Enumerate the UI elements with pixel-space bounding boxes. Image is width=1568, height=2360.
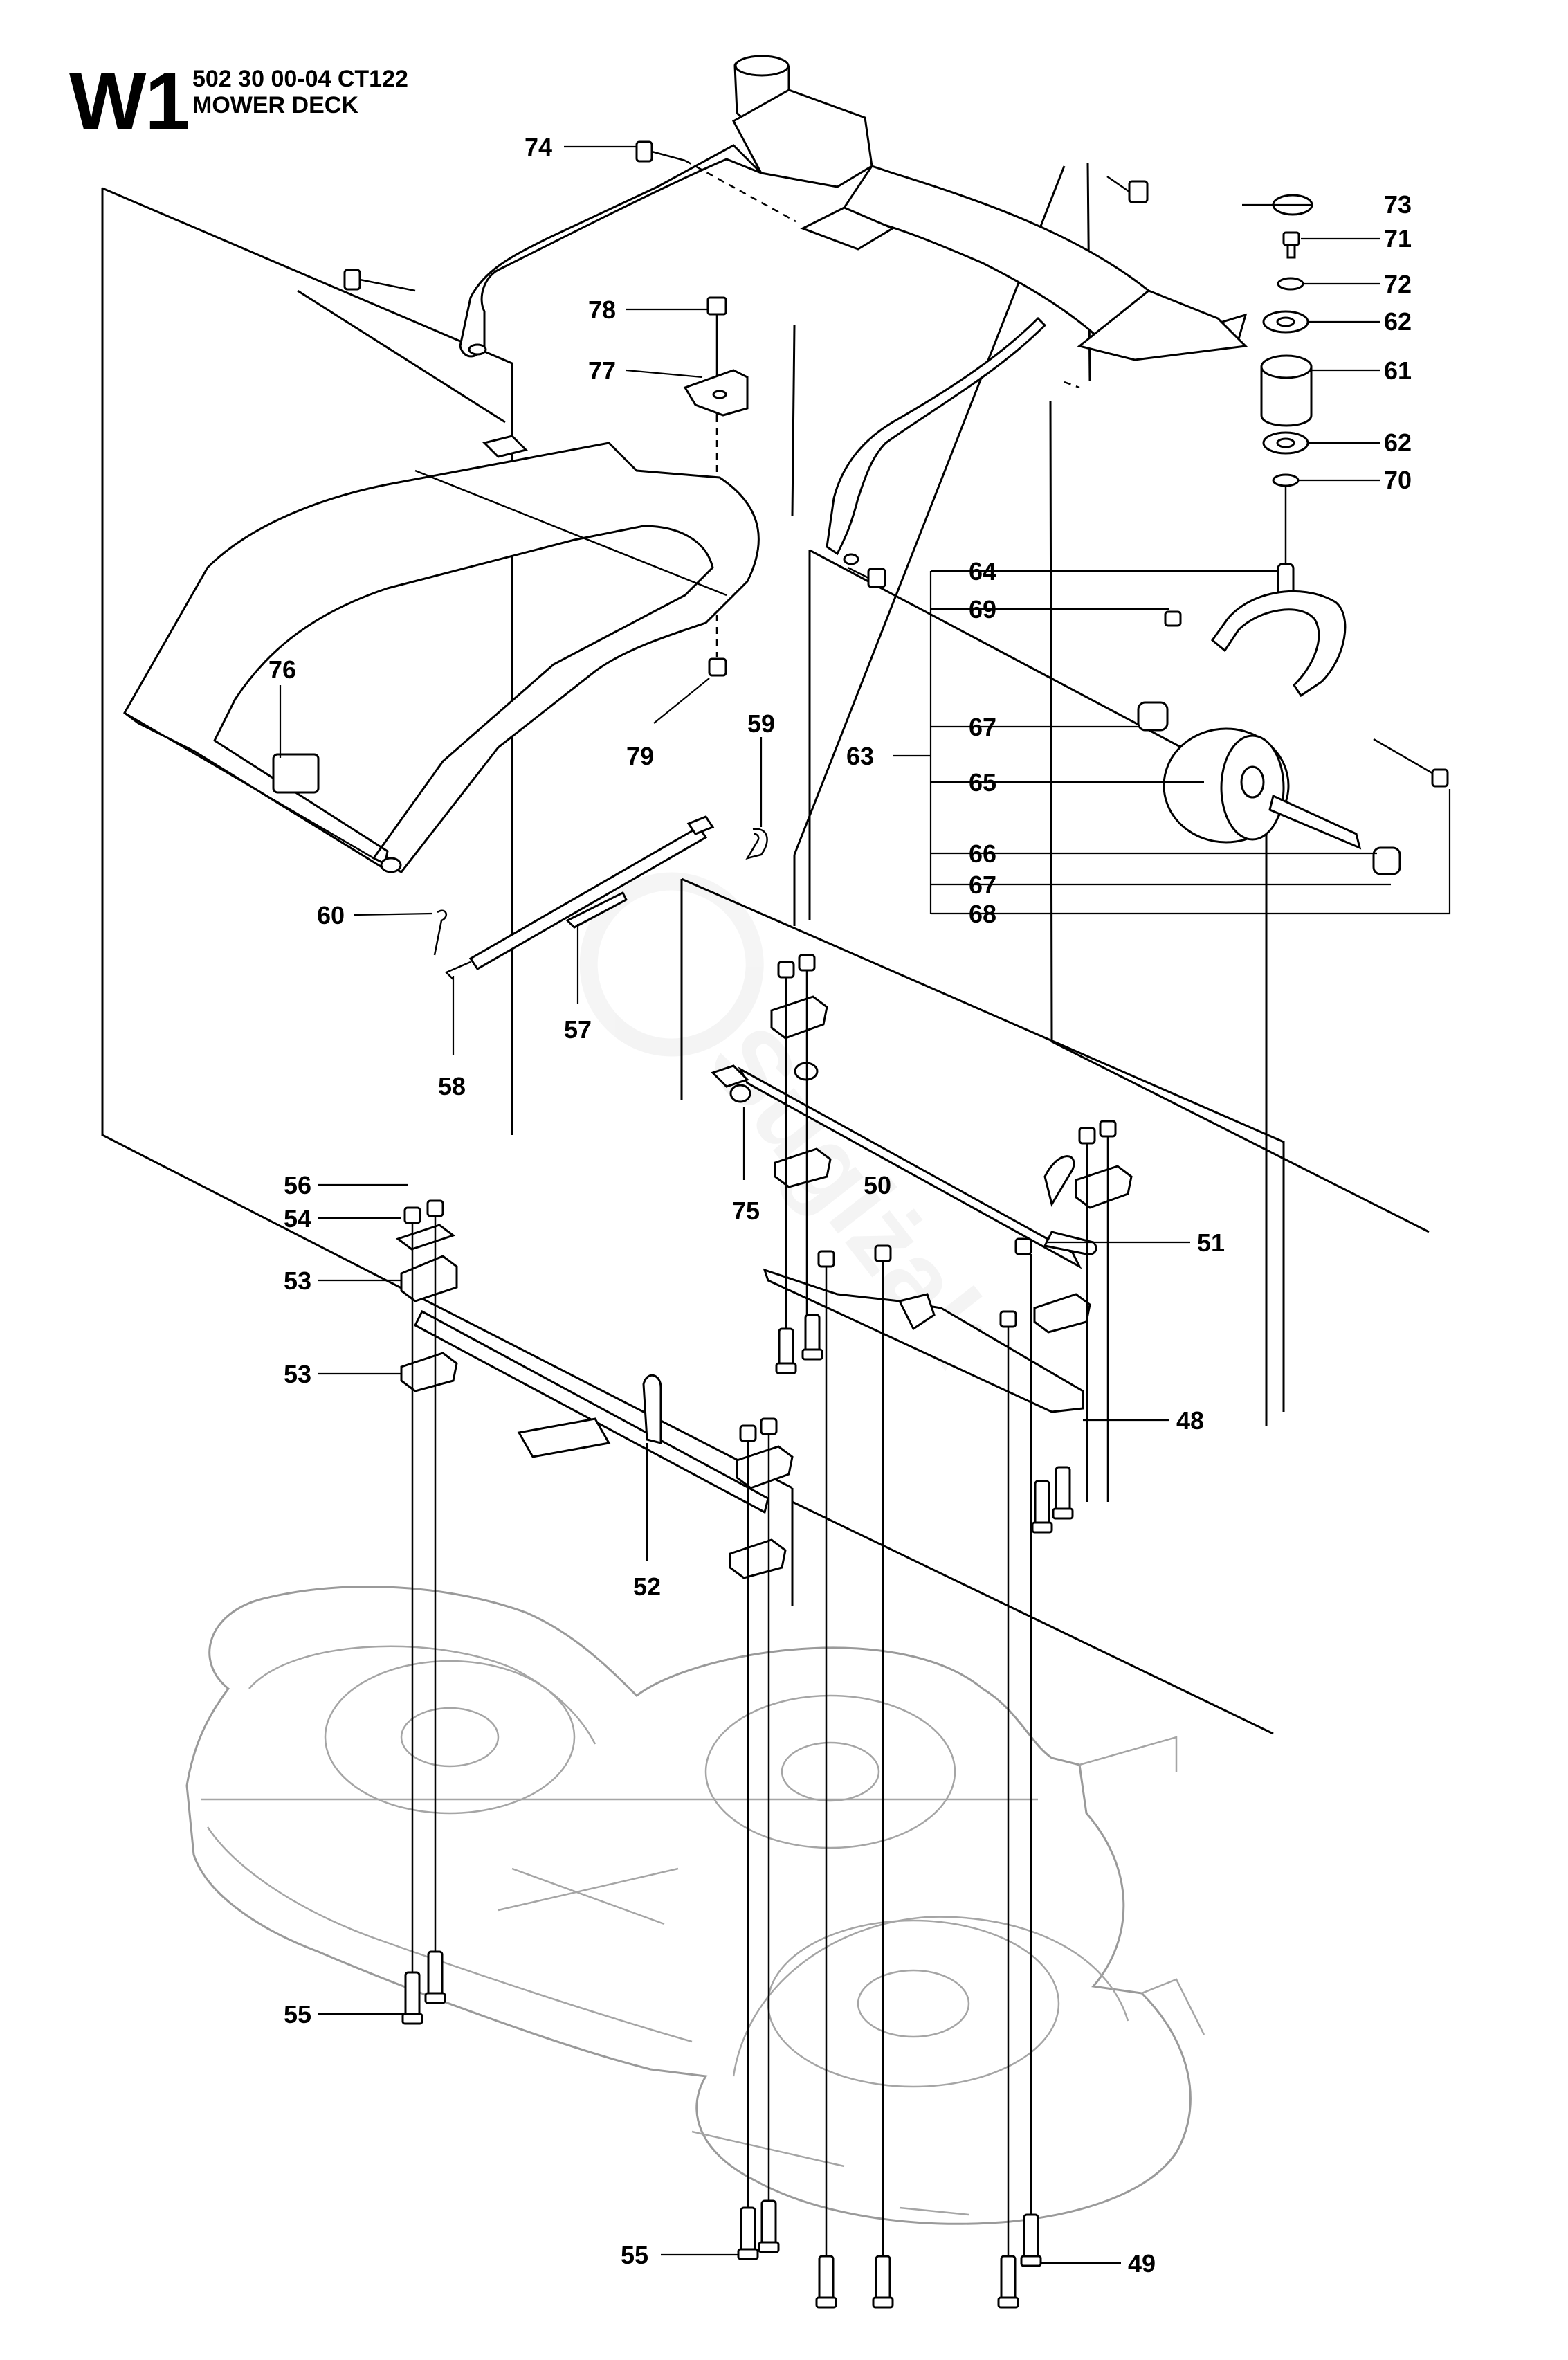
bolts-49	[997, 2213, 1042, 2309]
callout-58: 58	[438, 1072, 466, 1100]
callout-67-lower: 67	[969, 871, 996, 899]
bolts-left-of-plate	[775, 1314, 823, 1374]
nut-79	[708, 657, 727, 677]
callout-69: 69	[969, 595, 996, 624]
fork-64	[1210, 563, 1347, 698]
callout-59: 59	[747, 709, 775, 738]
linkage-rod-57	[444, 815, 715, 980]
callout-79: 79	[626, 742, 654, 770]
washer-75	[711, 1064, 751, 1103]
bolt-68	[1373, 738, 1449, 788]
spacer-61	[1260, 354, 1313, 427]
bolt-upper-right	[1106, 175, 1149, 203]
callout-57: 57	[564, 1015, 592, 1044]
bolt-mid-right	[847, 566, 886, 588]
bolt-lines	[411, 970, 1109, 2277]
wheel-65	[1163, 727, 1290, 844]
bolt-71	[1282, 231, 1300, 259]
lift-frame-76	[123, 435, 760, 873]
clamp-53-upper-left	[400, 1255, 458, 1302]
nut-56	[403, 1199, 444, 1224]
bolts-bottom-middle	[815, 2255, 894, 2309]
callout-50: 50	[864, 1171, 891, 1199]
callout-51: 51	[1197, 1228, 1225, 1257]
bracket-77	[683, 369, 749, 417]
callout-75: 75	[732, 1197, 760, 1225]
bearing-62-lower	[1262, 431, 1309, 455]
callout-65: 65	[969, 768, 996, 797]
callout-62-upper: 62	[1384, 307, 1412, 336]
callout-52: 52	[633, 1572, 661, 1601]
bushing-67-right	[1372, 846, 1401, 875]
callout-53-lower: 53	[284, 1360, 311, 1388]
callout-76: 76	[268, 655, 296, 684]
callout-62-lower: 62	[1384, 428, 1412, 457]
washer-72	[1277, 277, 1304, 291]
bushing-67-left	[1137, 701, 1169, 732]
bearing-62-upper	[1262, 310, 1309, 334]
rear-axle-52	[414, 1309, 769, 1514]
clip-59	[745, 828, 768, 860]
plate-48	[763, 1268, 1084, 1413]
callout-70: 70	[1384, 466, 1412, 494]
callout-78: 78	[588, 296, 616, 324]
bolt-74	[635, 140, 686, 163]
callout-66: 66	[969, 839, 996, 868]
callout-73: 73	[1384, 190, 1412, 219]
callout-56: 56	[284, 1171, 311, 1199]
callout-55-center: 55	[621, 2241, 648, 2269]
bolts-55-left	[401, 1950, 446, 2025]
page-code: W1	[69, 56, 190, 147]
callout-55-left: 55	[284, 2000, 311, 2028]
axle-66	[1268, 794, 1362, 850]
callout-53-upper: 53	[284, 1267, 311, 1295]
callout-60: 60	[317, 901, 345, 929]
clamps-right	[1033, 1120, 1133, 1334]
plate-54	[395, 1224, 456, 1251]
callout-74: 74	[525, 133, 552, 161]
clamp-53-lower-left	[400, 1352, 458, 1392]
callout-54: 54	[284, 1204, 311, 1233]
callout-61: 61	[1384, 356, 1412, 385]
callout-48: 48	[1176, 1406, 1204, 1435]
nut-69	[1164, 610, 1182, 627]
mower-deck-housing	[185, 1586, 1205, 2225]
callout-49: 49	[1128, 2249, 1156, 2278]
callout-68: 68	[969, 900, 996, 928]
leader-lines	[279, 145, 1451, 2264]
page-title: MOWER DECK	[192, 92, 358, 118]
part-number-line: 502 30 00-04 CT122	[192, 66, 408, 92]
callout-labels: 73 71 72 62 61 62 70 64 69 63 67 65 66 6…	[268, 133, 1412, 2278]
callout-67-upper: 67	[969, 713, 996, 741]
watermark: Sugiżak	[579, 872, 1020, 1385]
callout-72: 72	[1384, 270, 1412, 298]
bolts-48-right	[1031, 1466, 1074, 1534]
callout-63: 63	[846, 742, 874, 770]
callout-77: 77	[588, 356, 616, 385]
washer-70	[1272, 473, 1300, 487]
pin-60	[433, 909, 448, 956]
callout-64: 64	[969, 557, 996, 586]
bolts-55-center	[737, 2199, 780, 2260]
callout-71: 71	[1384, 224, 1412, 253]
bolt-upper-left	[343, 269, 416, 292]
upper-lift-frame	[459, 55, 1248, 565]
nuts-50	[817, 1237, 1032, 1328]
